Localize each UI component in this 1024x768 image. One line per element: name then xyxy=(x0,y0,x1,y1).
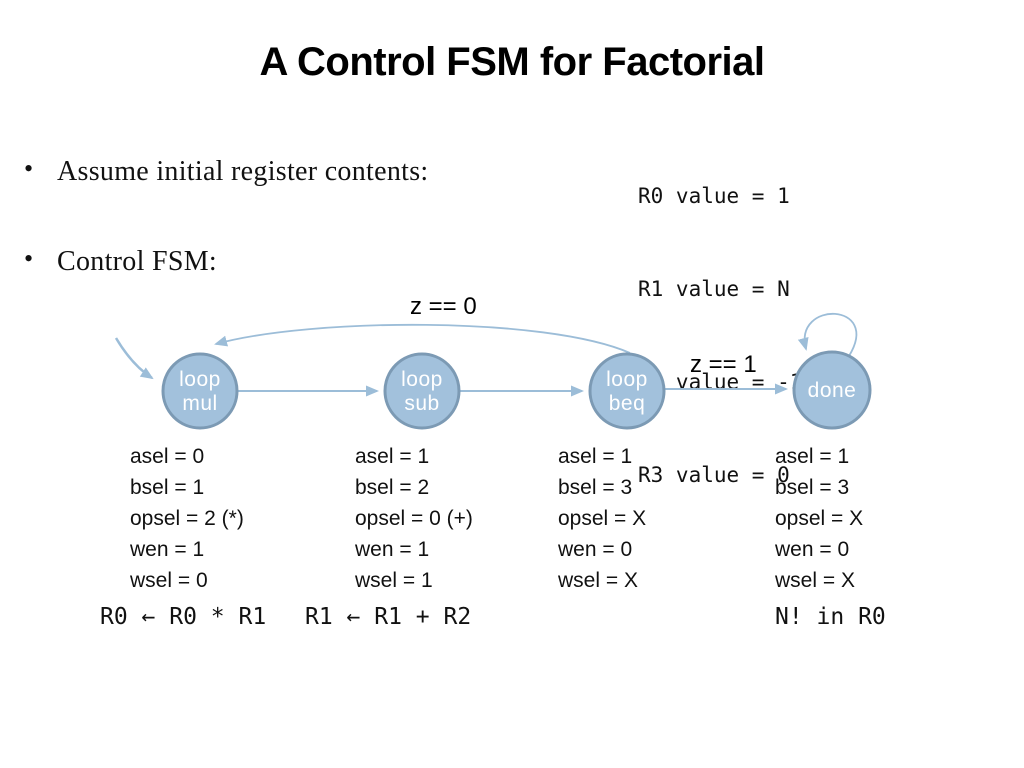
signal-line: wsel = 1 xyxy=(355,569,433,592)
signal-line: bsel = 3 xyxy=(775,476,850,499)
bullet-marker: • xyxy=(24,244,34,273)
state-loop-sub xyxy=(383,352,461,430)
signal-line: wen = 1 xyxy=(130,538,205,561)
signal-line: bsel = 2 xyxy=(355,476,430,499)
signal-line: asel = 1 xyxy=(775,445,850,468)
signal-line: wen = 0 xyxy=(558,538,633,561)
self-loop-arrow-done xyxy=(797,312,858,357)
page-title: A Control FSM for Factorial xyxy=(259,40,765,84)
signal-line: wsel = X xyxy=(558,569,638,592)
register-transfer-mul: R0 ← R0 * R1 xyxy=(100,604,267,630)
register-line: R1 value = N xyxy=(638,277,790,301)
state-label: beq xyxy=(609,392,646,415)
state-label: done xyxy=(808,379,857,402)
signal-line: wen = 0 xyxy=(775,538,850,561)
signal-line: opsel = 0 (+) xyxy=(355,507,473,530)
state-label: loop xyxy=(179,368,221,391)
state-label: sub xyxy=(404,392,439,415)
bullet-item-control-fsm: • Control FSM: xyxy=(24,244,217,278)
signal-line: wen = 1 xyxy=(355,538,430,561)
signal-column-loop-mul: asel = 0 bsel = 1 opsel = 2 (*) wen = 1 … xyxy=(130,441,244,596)
bullet-marker: • xyxy=(24,154,34,183)
state-label: loop xyxy=(606,368,648,391)
signal-column-loop-sub: asel = 1 bsel = 2 opsel = 0 (+) wen = 1 … xyxy=(355,441,473,596)
signal-line: wsel = 0 xyxy=(130,569,208,592)
entry-arrow xyxy=(114,337,154,380)
state-loop-mul xyxy=(161,352,239,430)
register-transfer-sub: R1 ← R1 + R2 xyxy=(305,604,472,630)
result-note: N! in R0 xyxy=(775,604,886,630)
state-loop-beq xyxy=(588,352,666,430)
signal-line: bsel = 3 xyxy=(558,476,633,499)
signal-column-loop-beq: asel = 1 bsel = 3 opsel = X wen = 0 wsel… xyxy=(558,441,646,596)
signal-line: wsel = X xyxy=(775,569,855,592)
register-line: R0 value = 1 xyxy=(638,184,790,208)
signal-line: opsel = X xyxy=(775,507,864,530)
signal-column-done: asel = 1 bsel = 3 opsel = X wen = 0 wsel… xyxy=(775,441,863,596)
transition-condition-z1: z == 1 xyxy=(690,351,757,378)
register-line: R3 value = 0 xyxy=(638,463,790,487)
signal-line: bsel = 1 xyxy=(130,476,205,499)
bullet-item-registers: • Assume initial register contents: xyxy=(24,154,429,188)
bullet-text: Assume initial register contents: xyxy=(57,156,429,187)
state-label: loop xyxy=(401,368,443,391)
signal-line: opsel = 2 (*) xyxy=(130,507,244,530)
signal-line: asel = 0 xyxy=(130,445,205,468)
state-done xyxy=(792,350,872,430)
transition-arrow-beq-to-mul xyxy=(214,323,631,354)
signal-line: asel = 1 xyxy=(355,445,430,468)
signal-line: asel = 1 xyxy=(558,445,633,468)
bullet-text: Control FSM: xyxy=(57,246,217,277)
signal-line: opsel = X xyxy=(558,507,647,530)
state-label: mul xyxy=(182,392,217,415)
transition-condition-z0: z == 0 xyxy=(410,293,477,320)
